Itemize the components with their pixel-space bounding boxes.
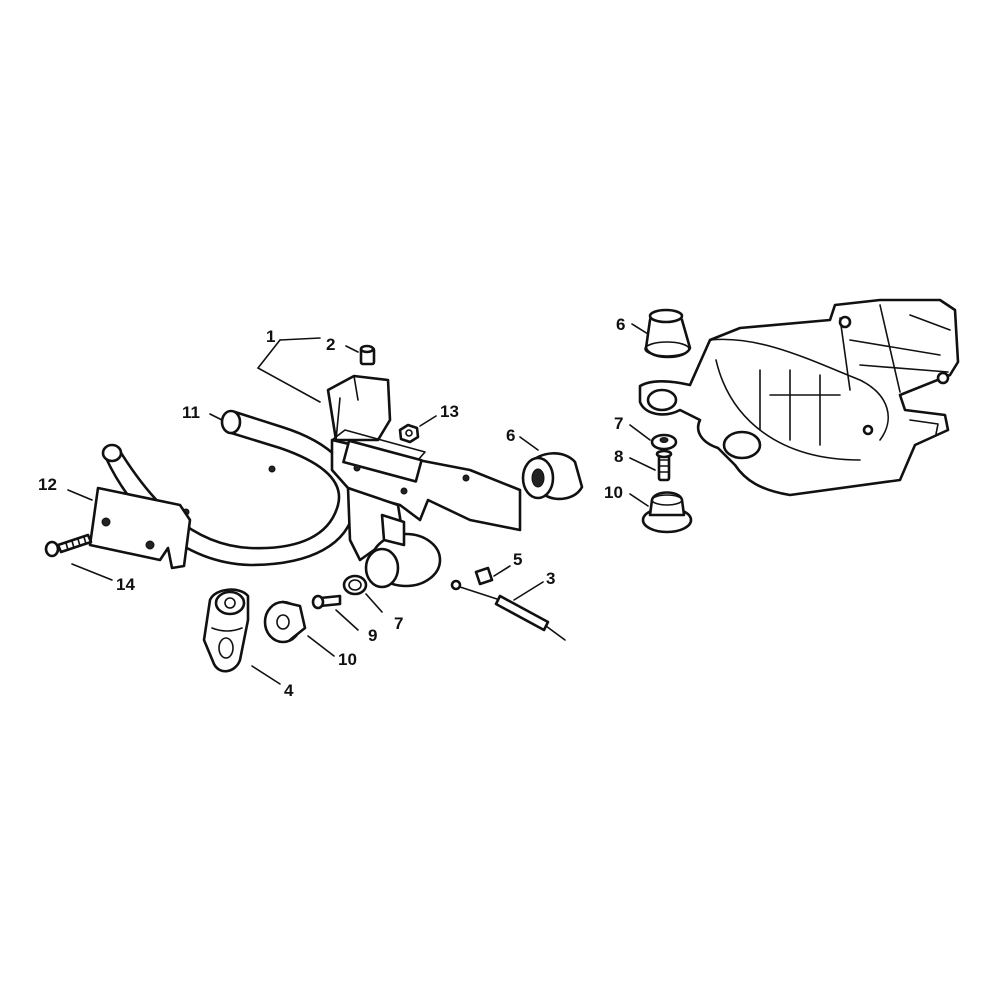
callout-14: 14 xyxy=(116,575,135,594)
callout-1: 1 xyxy=(266,327,275,346)
plug-10-left xyxy=(263,600,307,644)
callout-3: 3 xyxy=(546,569,555,588)
annular-buffer-left xyxy=(521,452,584,501)
callout-9: 9 xyxy=(368,626,377,645)
nut-13 xyxy=(398,423,420,444)
screw-9 xyxy=(311,594,342,610)
clip-5 xyxy=(474,566,494,586)
callout-labels: 1 2 11 12 14 13 6 5 3 7 9 10 4 6 7 8 10 xyxy=(38,315,625,700)
callout-13: 13 xyxy=(440,402,459,421)
callout-7-left: 7 xyxy=(394,614,403,633)
callout-10-right: 10 xyxy=(604,483,623,502)
callout-4: 4 xyxy=(284,681,294,700)
pin-2 xyxy=(359,344,376,366)
callout-11: 11 xyxy=(182,403,200,422)
callout-7-right: 7 xyxy=(614,414,623,433)
callout-10-left: 10 xyxy=(338,650,357,669)
callout-2: 2 xyxy=(326,335,335,354)
callout-6-right: 6 xyxy=(616,315,625,334)
washer-7-right xyxy=(650,433,678,451)
handle-housing xyxy=(326,374,522,589)
callout-5: 5 xyxy=(513,550,522,569)
callout-6-left: 6 xyxy=(506,426,515,445)
plug-10-right xyxy=(641,491,693,534)
ring-7-left xyxy=(342,574,368,596)
throttle-trigger xyxy=(202,588,250,673)
screw-14 xyxy=(44,533,93,558)
leader-lines xyxy=(67,323,656,685)
chassis-base xyxy=(638,298,960,497)
screw-8 xyxy=(655,449,673,482)
throttle-cable xyxy=(450,579,566,641)
handle-clamp xyxy=(88,486,192,570)
callout-12: 12 xyxy=(38,475,57,494)
annular-buffer-right xyxy=(644,308,692,359)
callout-8: 8 xyxy=(614,447,623,466)
